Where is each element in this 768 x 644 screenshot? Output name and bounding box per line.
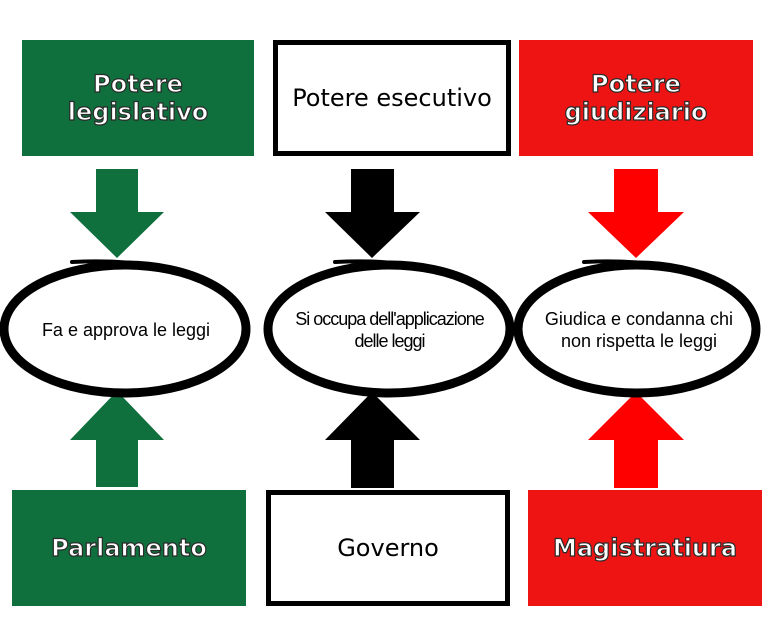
function-text-judicial: Giudica e condanna chi non rispetta le l… <box>528 300 750 360</box>
power-label-judicial: Potere giudiziario <box>564 69 708 126</box>
arrow-up-legislative <box>70 391 164 487</box>
body-label-parliament: Parlamento <box>51 533 208 562</box>
ellipse-swash-legislative <box>70 259 204 281</box>
power-box-executive: Potere esecutivo <box>273 40 511 156</box>
power-label-executive: Potere esecutivo <box>292 84 492 112</box>
arrow-down-judicial <box>588 169 684 258</box>
arrow-down-legislative <box>70 169 164 258</box>
arrow-up-judicial <box>588 392 684 488</box>
function-text-legislative-label: Fa e approva le leggi <box>41 319 211 340</box>
ellipse-legislative <box>0 260 251 398</box>
body-box-parliament: Parlamento <box>12 490 246 606</box>
function-text-executive: Si occupa dell'applicazione delle leggi <box>282 300 497 360</box>
power-box-judicial: Potere giudiziario <box>519 40 753 156</box>
body-box-magistrature: Magistratiura <box>528 490 762 606</box>
ellipse-swash-judicial <box>582 259 714 281</box>
function-text-legislative: Fa e approva le leggi <box>20 300 232 360</box>
power-box-legislative: Potere legislativo <box>22 40 254 156</box>
function-text-judicial-label: Giudica e condanna chi non rispetta le l… <box>544 308 734 352</box>
ellipse-swash-executive <box>333 259 467 281</box>
body-box-government: Governo <box>266 490 510 606</box>
ellipse-executive <box>263 260 515 398</box>
power-label-legislative: Potere legislativo <box>67 69 209 126</box>
body-label-government: Governo <box>337 534 439 562</box>
body-label-magistrature: Magistratiura <box>552 533 738 562</box>
arrow-down-executive <box>325 169 420 258</box>
arrow-up-executive <box>325 392 420 488</box>
function-text-executive-label: Si occupa dell'applicazione delle leggi <box>295 308 485 352</box>
ellipse-judicial <box>513 260 761 398</box>
